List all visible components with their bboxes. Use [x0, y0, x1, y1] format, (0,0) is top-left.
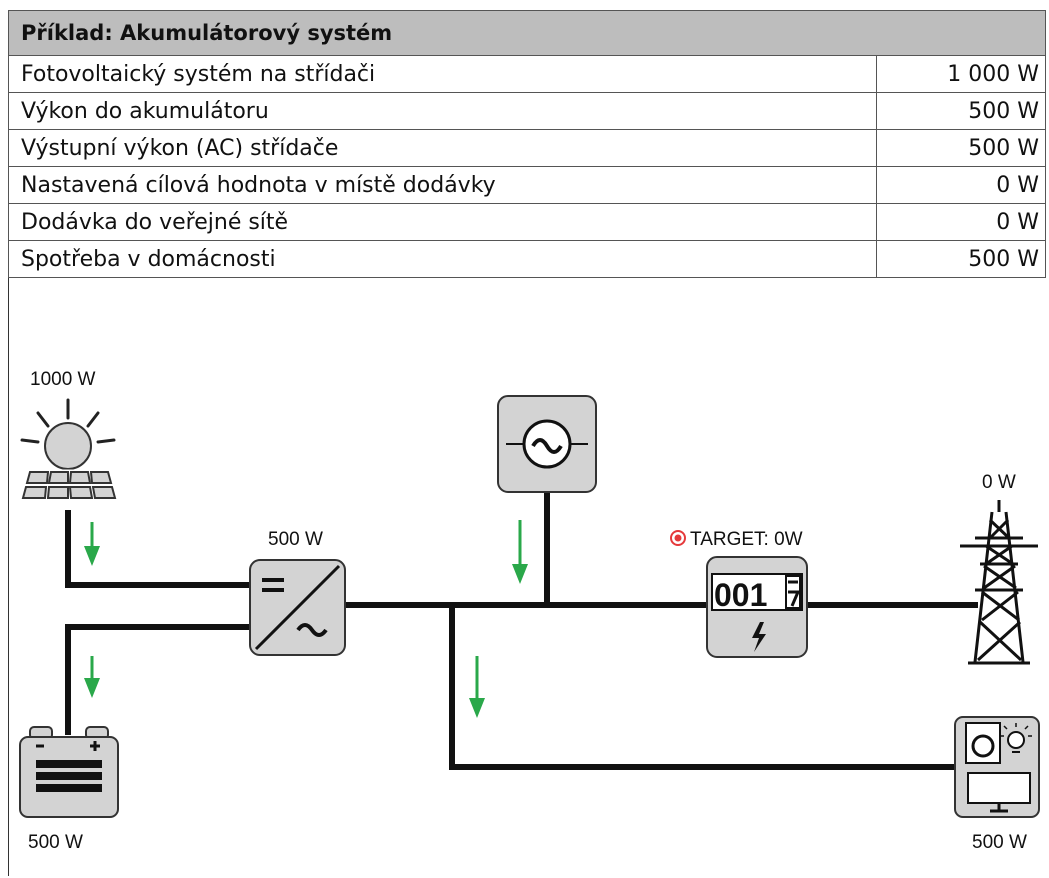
row-label: Nastavená cílová hodnota v místě dodávky	[8, 166, 877, 204]
table-title: Příklad: Akumulátorový systém	[8, 10, 1046, 56]
load-power-label: 500 W	[972, 832, 1027, 853]
pv-power-label: 1000 W	[30, 369, 96, 390]
row-value: 500 W	[876, 129, 1046, 167]
battery-icon	[19, 726, 119, 818]
connection-lines	[65, 490, 978, 770]
target-label: TARGET: 0W	[690, 529, 803, 550]
household-load-icon	[954, 716, 1040, 818]
row-value: 0 W	[876, 203, 1046, 241]
battery-power-label: 500 W	[28, 832, 83, 853]
row-value: 500 W	[876, 240, 1046, 278]
meter-icon: 001	[706, 556, 808, 658]
table-row: Fotovoltaický systém na střídači 1 000 W	[8, 55, 1046, 93]
row-value: 1 000 W	[876, 55, 1046, 93]
inverter-power-label: 500 W	[268, 529, 323, 550]
meter-digits: 001	[714, 577, 767, 613]
inverter-icon	[249, 559, 346, 656]
row-label: Fotovoltaický systém na střídači	[8, 55, 877, 93]
arrow-down-icon	[84, 656, 100, 698]
grid-tower-icon	[960, 500, 1038, 665]
example-table: Příklad: Akumulátorový systém Fotovoltai…	[8, 10, 1046, 278]
pv-panel-icon	[17, 398, 119, 509]
row-label: Spotřeba v domácnosti	[8, 240, 877, 278]
target-icon	[670, 530, 686, 546]
ac-inverter-icon	[497, 395, 597, 493]
arrow-down-icon	[84, 522, 100, 566]
table-header-row: Příklad: Akumulátorový systém	[8, 10, 1046, 56]
arrow-down-icon	[512, 520, 528, 584]
flow-arrows	[84, 520, 528, 718]
arrow-down-icon	[469, 656, 485, 718]
table-row: Spotřeba v domácnosti 500 W	[8, 240, 1046, 278]
row-value: 0 W	[876, 166, 1046, 204]
left-border	[8, 10, 9, 876]
table-row: Nastavená cílová hodnota v místě dodávky…	[8, 166, 1046, 204]
grid-power-label: 0 W	[982, 472, 1016, 493]
